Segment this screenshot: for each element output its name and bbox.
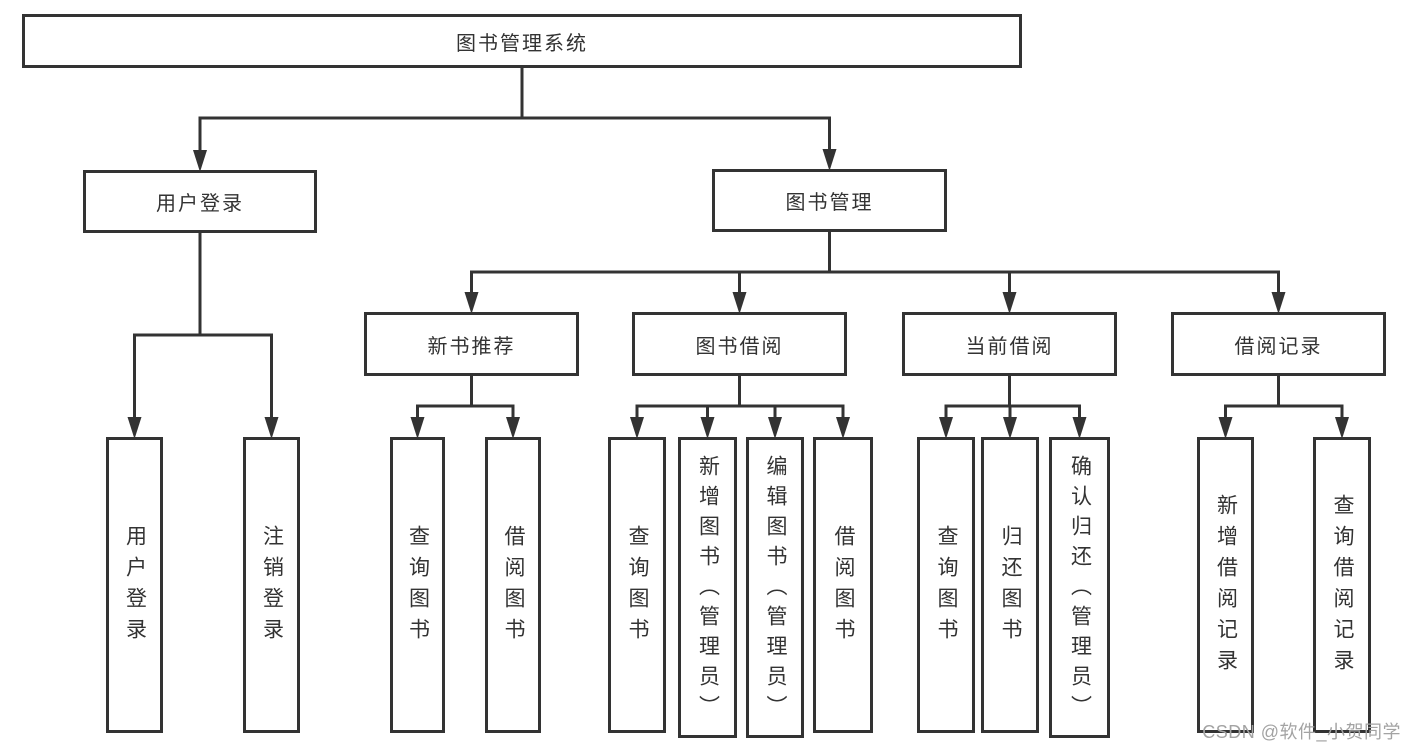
node-cb-return: 归还图书: [981, 437, 1039, 733]
node-cb-confirm: 确认归还（管理员）: [1049, 437, 1110, 738]
node-bb-query: 查询图书: [608, 437, 666, 733]
node-borrow-records: 借阅记录: [1171, 312, 1386, 376]
node-br-query: 查询借阅记录: [1313, 437, 1371, 733]
node-leaf-logout: 注销登录: [243, 437, 300, 733]
node-book-mgmt: 图书管理: [712, 169, 947, 232]
watermark-text: CSDN @软件_小贺同学: [1202, 722, 1401, 742]
node-cb-query: 查询图书: [917, 437, 975, 733]
node-bb-add: 新增图书（管理员）: [678, 437, 737, 738]
node-user-login: 用户登录: [83, 170, 317, 233]
node-bb-borrow: 借阅图书: [813, 437, 873, 733]
node-book-borrow: 图书借阅: [632, 312, 847, 376]
node-br-add: 新增借阅记录: [1197, 437, 1254, 733]
node-root: 图书管理系统: [22, 14, 1022, 68]
node-current-borrow: 当前借阅: [902, 312, 1117, 376]
node-new-book-rec: 新书推荐: [364, 312, 579, 376]
node-bb-edit: 编辑图书（管理员）: [746, 437, 804, 738]
node-nbr-query: 查询图书: [390, 437, 445, 733]
node-leaf-user-login: 用户登录: [106, 437, 163, 733]
node-nbr-borrow: 借阅图书: [485, 437, 541, 733]
